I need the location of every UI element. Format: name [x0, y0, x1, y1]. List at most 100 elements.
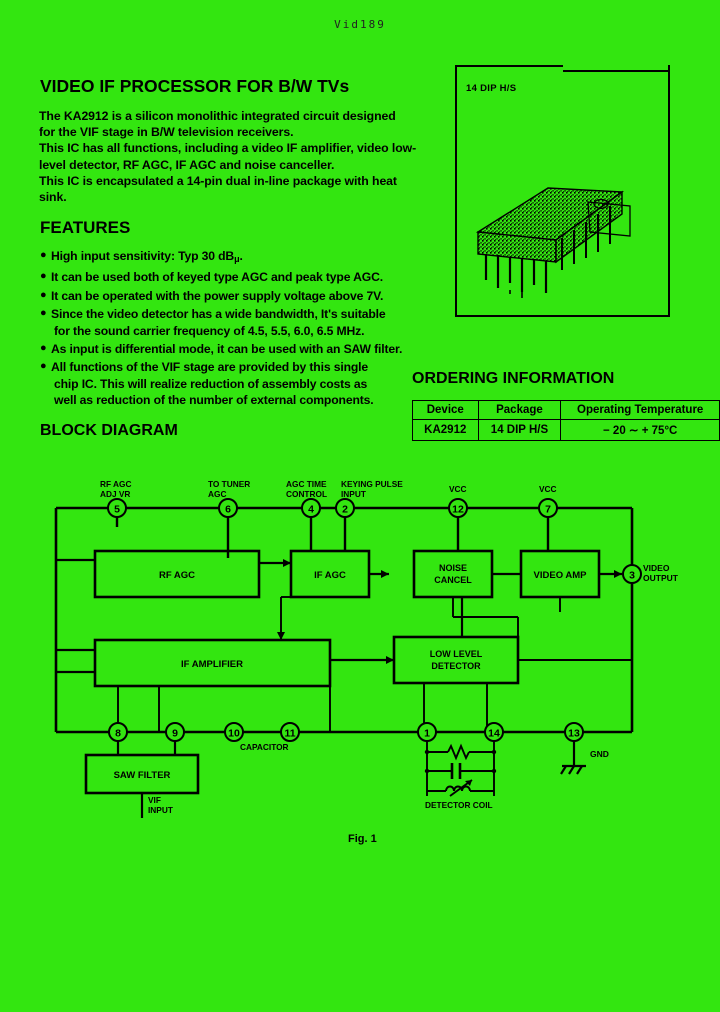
- pin-circle-9: [165, 722, 185, 742]
- arrow-down-to-if-amp: [277, 632, 285, 640]
- feature-item: ●It can be operated with the power suppl…: [40, 288, 440, 304]
- junction-dot: [424, 749, 430, 755]
- pin-number-11: 11: [284, 728, 295, 740]
- feature-text-line2: chip IC. This will realize reduction of …: [54, 376, 368, 391]
- resistor-symbol: [447, 743, 470, 761]
- cell-device: KA2912: [412, 419, 479, 441]
- bullet-icon: ●: [40, 270, 47, 283]
- annotation-vif-input-line1: VIF: [148, 795, 161, 805]
- block-label-noise-cancel-line2: CANCEL: [434, 575, 472, 585]
- pin-number-9: 9: [172, 728, 178, 740]
- block-label-low-level-detector-line1: LOW LEVEL: [430, 649, 483, 659]
- pin-circle-5: [107, 498, 127, 518]
- page-header-code: Vid189: [334, 18, 386, 31]
- pin-number-14: 14: [488, 728, 500, 740]
- pin-number-10: 10: [228, 728, 240, 740]
- arrow-if-agc-out: [381, 570, 389, 578]
- bullet-icon: ●: [40, 360, 47, 373]
- block-label-rf-agc: RF AGC: [159, 570, 195, 581]
- pin-circle-12: [448, 498, 468, 518]
- feature-item: ● As input is differential mode, it can b…: [40, 341, 440, 357]
- pin-number-2: 2: [342, 504, 348, 516]
- pin-number-8: 8: [115, 728, 121, 740]
- block-saw-filter: [84, 753, 200, 795]
- arrow-to-if-agc: [283, 559, 291, 567]
- column-header-device: Device: [412, 400, 479, 420]
- feature-item: ● High input sensitivity: Typ 30 dBμ.: [40, 248, 440, 267]
- block-label-if-agc: IF AGC: [314, 570, 346, 581]
- pin-label-7: VCC: [539, 484, 557, 494]
- table-row: KA2912 14 DIP H/S − 20 ∼ + 75°C: [412, 419, 720, 441]
- block-noise-cancel: [412, 549, 494, 599]
- pin-number-12: 12: [452, 504, 464, 516]
- pin-circle-2: [335, 498, 355, 518]
- pin-label-3-line2: OUTPUT: [643, 573, 679, 583]
- ordering-table: Device Package Operating Temperature KA2…: [412, 400, 720, 441]
- block-if-amplifier: [93, 638, 332, 688]
- package-frame-top-left: [455, 65, 563, 67]
- feature-subscript: μ: [234, 254, 240, 264]
- feature-text-line3: well as reduction of the number of exter…: [54, 393, 374, 408]
- annotation-capacitor: CAPACITOR: [240, 742, 289, 752]
- block-label-noise-cancel-line1: NOISE: [439, 563, 467, 573]
- pin-circle-8: [108, 722, 128, 742]
- feature-text: High input sensitivity: Typ 30 dB: [51, 249, 235, 263]
- package-label: 14 DIP H/S: [466, 83, 517, 94]
- dip-package-illustration: [475, 187, 631, 298]
- pin-number-6: 6: [225, 504, 231, 516]
- package-frame-top-right: [563, 70, 670, 72]
- figure-caption: Fig. 1: [348, 833, 377, 845]
- pin-label-5-line1: RF AGC: [100, 479, 132, 489]
- junction-dot: [424, 768, 430, 774]
- feature-text: It can be used both of keyed type AGC an…: [51, 270, 384, 285]
- gnd-tick-2: [568, 765, 575, 775]
- intro-paragraph: The KA2912 is a silicon monolithic integ…: [39, 108, 439, 205]
- pin-number-3: 3: [629, 570, 635, 582]
- table-header-row: Device Package Operating Temperature: [412, 400, 720, 420]
- feature-text: It can be operated with the power supply…: [51, 288, 384, 303]
- feature-text: As input is differential mode, it can be…: [51, 342, 403, 357]
- column-header-temperature: Operating Temperature: [560, 400, 720, 420]
- bullet-icon: ●: [40, 342, 47, 355]
- block-if-agc: [289, 549, 371, 599]
- block-low-level-detector: [392, 635, 520, 685]
- pin-circle-1: [417, 722, 437, 742]
- column-header-package: Package: [477, 400, 562, 420]
- feature-tail: .: [239, 249, 243, 263]
- pin-label-4-line1: AGC TIME: [286, 479, 327, 489]
- pin-circle-13: [564, 722, 584, 742]
- block-label-low-level-detector-line2: DETECTOR: [431, 661, 481, 671]
- arrow-to-lld: [386, 656, 394, 664]
- pin-circle-6: [218, 498, 238, 518]
- annotation-vif-input-line2: INPUT: [148, 805, 173, 815]
- cell-temperature: − 20 ∼ + 75°C: [560, 419, 720, 441]
- bullet-icon: ●: [40, 249, 47, 261]
- block-label-video-amp: VIDEO AMP: [534, 570, 588, 581]
- pin-label-12: VCC: [449, 484, 467, 494]
- features-heading: FEATURES: [40, 218, 131, 237]
- ordering-heading: ORDERING INFORMATION: [412, 370, 615, 387]
- block-label-saw-filter: SAW FILTER: [114, 770, 171, 781]
- pin-circle-14: [484, 722, 504, 742]
- block-rf-agc: [93, 549, 261, 599]
- junction-dot: [491, 749, 497, 755]
- block-label-if-amplifier: IF AMPLIFIER: [181, 659, 243, 670]
- pin-circle-7: [538, 498, 558, 518]
- intro-line-5: This IC is encapsulated a 14-pin dual in…: [39, 173, 397, 188]
- inductor-adjust-arrow: [449, 779, 473, 797]
- feature-text: All functions of the VIF stage are provi…: [51, 360, 369, 375]
- inductor-symbol: [445, 785, 471, 792]
- pin-number-4: 4: [308, 504, 314, 516]
- pin-label-5-line2: ADJ VR: [100, 489, 130, 499]
- pin-label-6-line2: AGC: [208, 489, 226, 499]
- pin-label-2-line2: INPUT: [341, 489, 366, 499]
- pin-number-13: 13: [568, 728, 580, 740]
- arrow-to-pin3: [614, 570, 622, 578]
- feature-item: ● It can be used both of keyed type AGC a…: [40, 269, 440, 285]
- feature-item: ● All functions of the VIF stage are prov…: [40, 359, 440, 408]
- intro-line-3: This IC has all functions, including a v…: [39, 141, 417, 156]
- feature-item: ●Since the video detector has a wide ban…: [40, 306, 440, 339]
- block-video-amp: [519, 549, 601, 599]
- bullet-icon: ●: [40, 307, 47, 320]
